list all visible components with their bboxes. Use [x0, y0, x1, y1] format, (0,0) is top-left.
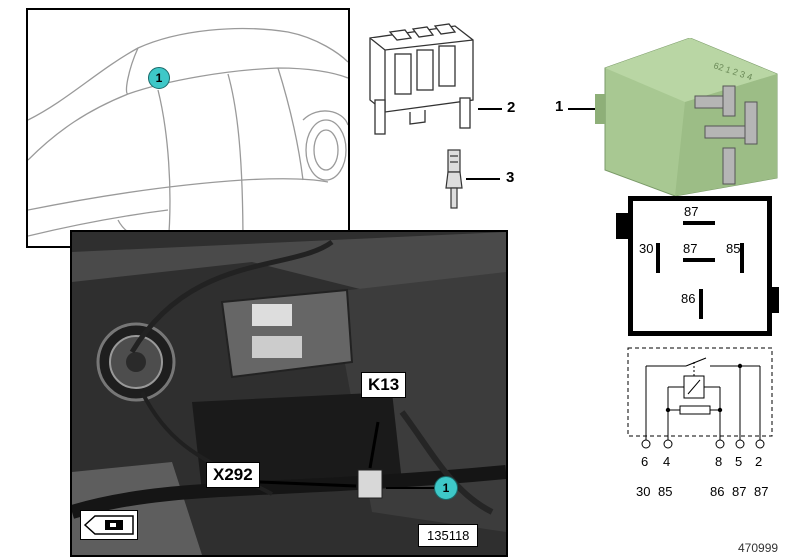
schematic-pin-6: 6 — [641, 454, 649, 469]
pinout-label-87-mid: 87 — [683, 241, 698, 256]
schematic-pin-5: 5 — [735, 454, 743, 469]
pinout-bar-30 — [656, 243, 660, 273]
schematic-terminal-87-b: 87 — [754, 484, 769, 499]
relay-socket-drawing — [369, 23, 474, 135]
schematic-terminal-86: 86 — [710, 484, 725, 499]
vehicle-position-icon — [80, 510, 138, 540]
schematic-terminal-87-a: 87 — [732, 484, 747, 499]
photo-reference-code: 135118 — [418, 524, 479, 547]
leader-line-terminal — [466, 178, 500, 180]
schematic-pin-4: 4 — [663, 454, 671, 469]
pinout-tab-right — [767, 287, 779, 313]
pinout-label-30: 30 — [639, 241, 654, 256]
schematic-pin-2: 2 — [755, 454, 763, 469]
callout-label-relay: 1 — [555, 98, 564, 115]
callout-label-socket: 2 — [507, 99, 516, 116]
callout-number: 1 — [155, 71, 163, 85]
schematic-pin-8: 8 — [715, 454, 723, 469]
callout-label-terminal: 3 — [506, 169, 515, 186]
callout-number: 1 — [442, 481, 450, 495]
schematic-terminal-85: 85 — [658, 484, 673, 499]
schematic-terminal-30: 30 — [636, 484, 651, 499]
diagram-id: 470999 — [738, 541, 779, 555]
pinout-bar-86 — [699, 289, 703, 319]
leader-line-socket — [478, 108, 502, 110]
relay-pinout-box: 87 30 87 85 86 — [616, 196, 779, 336]
callout-badge-photo: 1 — [434, 476, 458, 500]
pinout-bar-87-mid — [683, 258, 715, 262]
car-overview-panel: 1 — [26, 8, 350, 248]
connector-label-x292: X292 — [206, 462, 260, 488]
relay-photo: 62 1 2 3 4 — [595, 38, 778, 197]
callout-badge-car: 1 — [148, 67, 170, 89]
connector-label-k13: K13 — [361, 372, 407, 398]
installation-photo: K13 X292 1 135118 — [70, 230, 508, 557]
pinout-bar-85 — [740, 243, 744, 273]
pinout-tab-left — [616, 213, 628, 239]
pinout-bar-87-top — [683, 221, 715, 225]
leader-line-relay — [568, 108, 600, 110]
relay-circuit-schematic — [627, 347, 773, 449]
pinout-label-86: 86 — [681, 291, 696, 306]
pinout-label-87-top: 87 — [684, 204, 699, 219]
pinout-label-85: 85 — [726, 241, 741, 256]
terminal-pin-drawing — [445, 149, 463, 209]
car-outline-drawing — [27, 27, 349, 247]
photo-scene — [72, 232, 506, 555]
